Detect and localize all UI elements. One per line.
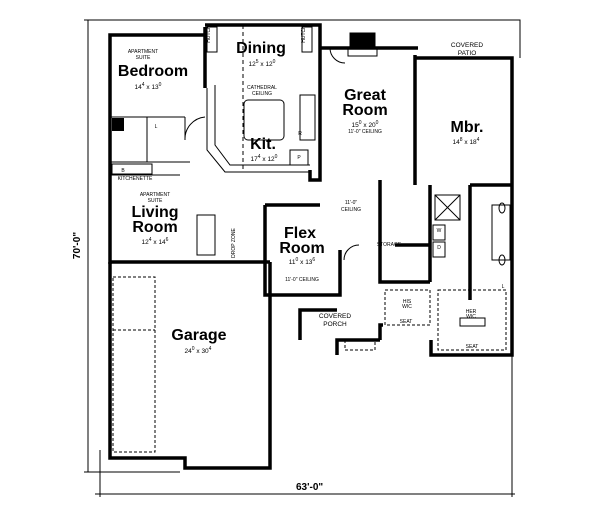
dryer-label: D — [437, 245, 441, 251]
room-name: Flex — [283, 225, 317, 242]
room-name: COVERED — [450, 42, 484, 49]
interior-lines — [109, 19, 521, 453]
hutch-right: HUTCH — [300, 25, 307, 43]
room-dimensions: 124 x 146 — [141, 237, 169, 247]
room-dimensions: 144 x 130 — [134, 82, 162, 92]
room-dimensions: 148 x 184 — [452, 137, 480, 147]
pantry-label: P — [297, 155, 301, 161]
room-name: COVERED — [318, 313, 352, 320]
room-name: WIC — [466, 314, 476, 320]
room-name: PATIO — [457, 50, 477, 57]
refrigerator-label: R — [298, 131, 302, 137]
hutch-left: HUTCH — [205, 25, 212, 43]
ceiling-note: 11'-0" CEILING — [285, 277, 319, 283]
room-dimensions: 240 x 304 — [184, 346, 212, 356]
laundry-label: L — [154, 124, 158, 130]
room-prefix: SUITE — [147, 198, 163, 204]
seat-his: SEAT — [399, 319, 413, 325]
room-name: HER — [465, 309, 477, 315]
kitchen-island — [243, 99, 285, 141]
exterior-walls — [108, 23, 514, 470]
room-dimensions: 174 x 120 — [250, 154, 278, 164]
room-drop-zone: DROP ZONE — [230, 228, 237, 258]
room-name: WIC — [402, 304, 412, 310]
room-name: Room — [342, 102, 388, 119]
room-prefix: APARTMENT — [139, 192, 171, 198]
room-name: Bedroom — [117, 63, 189, 80]
ceiling-note: CEILING — [340, 207, 362, 213]
room-name: Living — [131, 204, 179, 221]
washer-label: W — [436, 228, 442, 234]
overall-width: 63'-0" — [296, 482, 324, 493]
linen-label: L — [501, 284, 505, 290]
dimension-lines — [84, 19, 515, 497]
room-dimensions: 110 x 136 — [288, 257, 316, 267]
room-name: Mbr. — [450, 119, 484, 136]
room-name: Room — [279, 240, 325, 257]
room-name: HIS — [402, 299, 412, 305]
room-name: Dining — [236, 40, 286, 57]
room-name: Garage — [171, 327, 227, 344]
room-kitchenette: KITCHENETTE — [117, 176, 153, 182]
room-name: Room — [132, 219, 178, 236]
room-name: PORCH — [323, 321, 347, 328]
overall-depth: 70'-0" — [72, 231, 84, 260]
ceiling-note: CATHEDRAL — [247, 85, 277, 91]
seat-her: SEAT — [465, 344, 479, 350]
room-prefix: APARTMENT — [127, 49, 159, 55]
room-dimensions: 150 x 200 — [351, 120, 379, 130]
room-dimensions: 125 x 120 — [248, 59, 276, 69]
ceiling-note: 11'-0" — [344, 200, 358, 206]
bar-label: B — [121, 168, 125, 174]
ceiling-note: CEILING — [251, 91, 273, 97]
room-name: Kit. — [250, 136, 276, 153]
ceiling-note: 11'-0" CEILING — [348, 129, 382, 135]
room-storage: STORAGE — [376, 242, 402, 248]
room-name: Great — [344, 87, 386, 104]
room-prefix: SUITE — [135, 55, 151, 61]
